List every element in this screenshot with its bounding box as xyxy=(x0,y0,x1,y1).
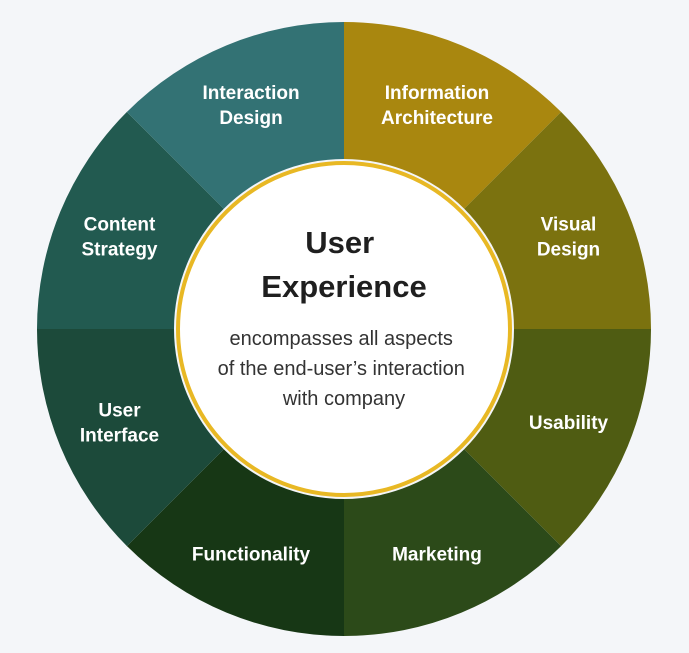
center-subtitle-line-2: of the end-user’s interaction xyxy=(218,358,465,380)
segment-information-architecture xyxy=(344,22,562,209)
center-title-line-2: Experience xyxy=(261,269,426,304)
label-information-architecture-line-2: Architecture xyxy=(381,108,493,129)
label-interaction-design-line-1: Interaction xyxy=(202,83,299,104)
segments-layer xyxy=(37,22,651,636)
segment-marketing xyxy=(344,449,562,636)
label-information-architecture-line-1: Information xyxy=(385,83,490,104)
label-functionality: Functionality xyxy=(192,545,311,566)
label-user-interface-line-1: User xyxy=(98,400,141,421)
segment-content-strategy xyxy=(37,111,224,330)
label-functionality-line-1: Functionality xyxy=(192,545,311,566)
center-subtitle-line-1: encompasses all aspects xyxy=(229,328,452,350)
center-title: User Experience xyxy=(261,225,426,304)
segment-usability xyxy=(464,329,651,547)
label-usability-line-1: Usability xyxy=(529,413,609,434)
label-marketing: Marketing xyxy=(392,545,482,566)
segment-user-interface xyxy=(37,329,224,547)
segment-functionality xyxy=(126,449,345,636)
label-user-interface-line-2: Interface xyxy=(80,425,159,446)
label-content-strategy-line-2: Strategy xyxy=(81,240,157,261)
segment-visual-design xyxy=(464,111,651,330)
label-content-strategy-line-1: Content xyxy=(84,215,156,236)
label-visual-design-line-1: Visual xyxy=(541,215,597,236)
center-circle xyxy=(176,161,512,497)
label-visual-design-line-2: Design xyxy=(537,240,600,261)
label-usability: Usability xyxy=(529,413,609,434)
label-interaction-design-line-2: Design xyxy=(219,108,282,129)
segment-interaction-design xyxy=(126,22,345,209)
center-subtitle-line-3: with company xyxy=(282,388,405,410)
center-subtitle: encompasses all aspects of the end-user’… xyxy=(218,328,471,410)
label-marketing-line-1: Marketing xyxy=(392,545,482,566)
center-title-line-1: User xyxy=(305,225,374,260)
